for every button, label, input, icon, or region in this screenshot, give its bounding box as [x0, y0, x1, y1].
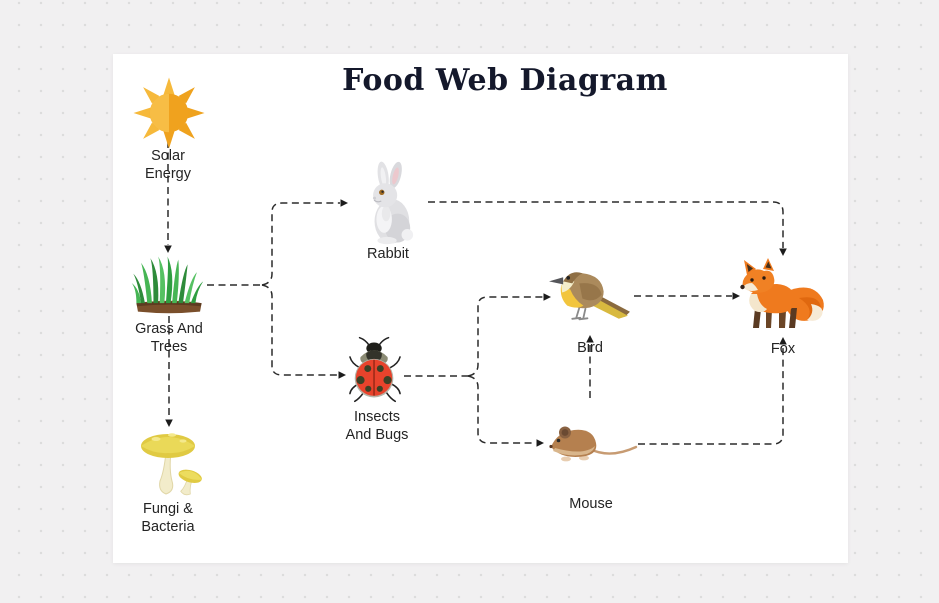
- edge-grass-to-insects: [261, 284, 338, 376]
- arrowhead-insects-to-mouse: [536, 439, 544, 447]
- fox-label: Fox: [770, 341, 796, 357]
- arrowhead-grass-to-insects: [338, 371, 346, 379]
- mushroom-icon: [141, 433, 202, 496]
- mouse-label: Mouse: [569, 496, 613, 512]
- rabbit-label: Rabbit: [367, 246, 409, 262]
- bird-label: Bird: [577, 340, 603, 356]
- arrowhead-bird-to-fox: [732, 292, 740, 300]
- fox-icon: [740, 258, 824, 328]
- edge-rabbit-to-fox: [428, 201, 784, 248]
- node-rabbit[interactable]: [362, 158, 416, 246]
- arrowhead-solar-to-grass: [164, 245, 172, 253]
- sun-icon: [133, 77, 205, 149]
- node-bird[interactable]: [549, 264, 634, 323]
- solar-energy-label: Solar Energy: [145, 148, 191, 182]
- arrowhead-insects-to-bird: [543, 293, 551, 301]
- arrowhead-mouse-to-bird: [586, 335, 594, 343]
- node-solar-energy[interactable]: [132, 76, 206, 150]
- rabbit-icon: [372, 161, 414, 245]
- arrowhead-mouse-to-fox: [779, 337, 787, 345]
- ladybug-icon: [349, 336, 401, 403]
- node-grass-and-trees[interactable]: [130, 255, 208, 314]
- arrowhead-rabbit-to-fox: [779, 248, 787, 256]
- diagram-canvas: [113, 54, 848, 563]
- grass-icon: [131, 256, 204, 314]
- node-mouse[interactable]: [544, 423, 638, 464]
- grass-and-trees-label: Grass And Trees: [135, 321, 203, 355]
- bird-icon: [549, 272, 630, 321]
- node-fungi-bacteria[interactable]: [136, 426, 204, 498]
- fungi-bacteria-label: Fungi & Bacteria: [141, 501, 195, 535]
- page-title: Food Web Diagram: [342, 63, 668, 98]
- mouse-icon: [549, 426, 638, 462]
- arrowhead-grass-to-fungi: [165, 419, 173, 427]
- edge-mouse-to-fox: [638, 344, 784, 445]
- edge-insects-to-mouse: [467, 375, 536, 444]
- edge-insects-to-bird: [467, 296, 543, 377]
- node-fox[interactable]: [733, 257, 829, 333]
- arrowhead-grass-to-rabbit: [340, 199, 348, 207]
- insects-and-bugs-label: Insects And Bugs: [345, 409, 409, 443]
- edge-grass-to-rabbit: [261, 202, 340, 286]
- node-insects-and-bugs[interactable]: [348, 334, 402, 405]
